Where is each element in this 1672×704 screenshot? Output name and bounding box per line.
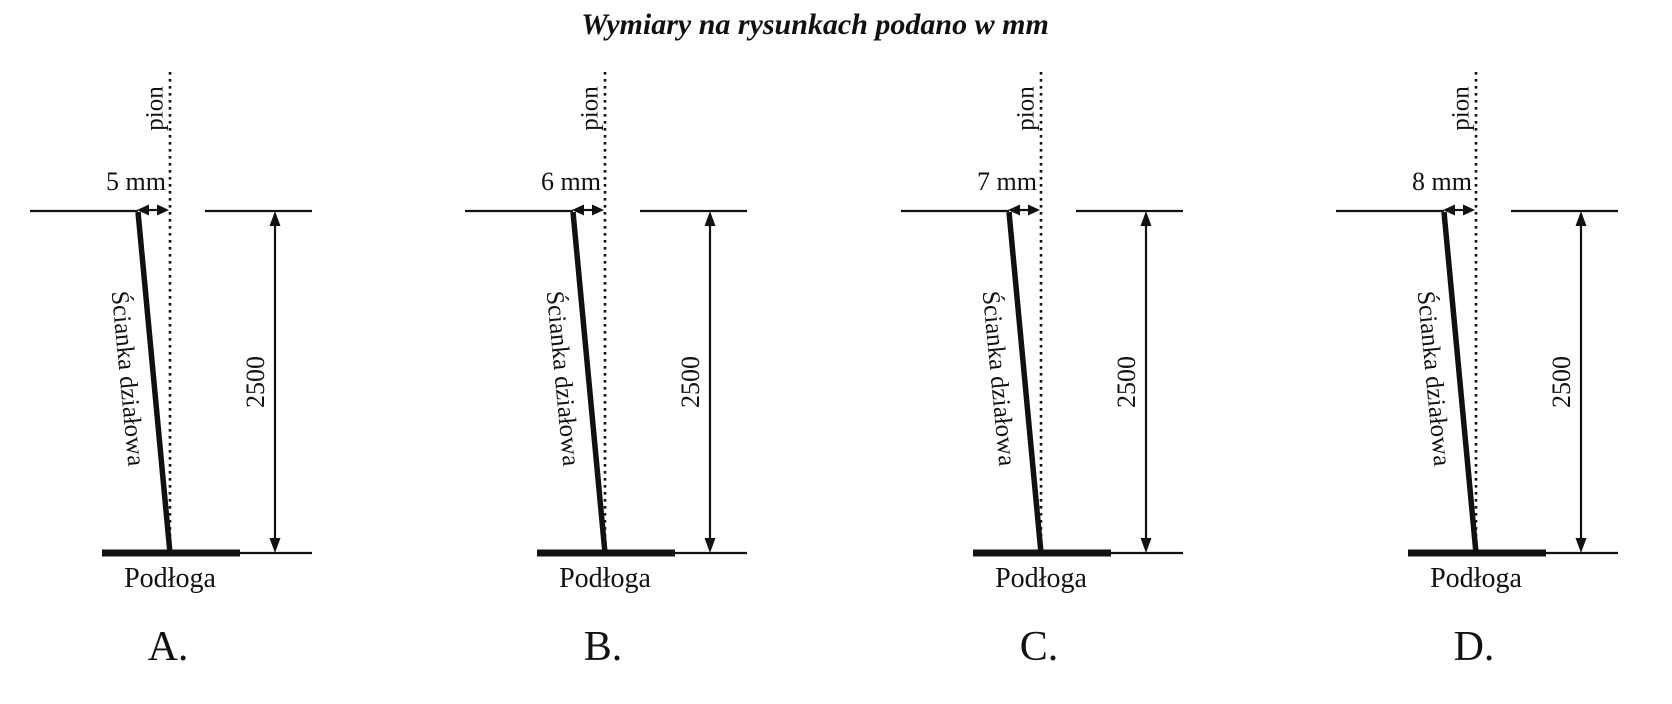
height-label: 2500: [676, 356, 705, 408]
plumb-label: pion: [1012, 86, 1040, 131]
wall-line: [1006, 211, 1044, 554]
panel-letter-b: B.: [583, 624, 623, 670]
diagram-c-drawing: [901, 72, 1183, 557]
diagram-b: pion 6 mm Ścianka działowa 2500 Podłoga …: [435, 0, 853, 704]
diagram-d-drawing: [1336, 72, 1618, 557]
height-dimension-bottom-arrow: [1575, 538, 1587, 553]
deviation-arrow-left-head: [572, 204, 584, 216]
wall-line: [570, 211, 608, 554]
height-dimension-bottom-arrow: [704, 538, 716, 553]
deviation-label: 7 mm: [977, 167, 1037, 196]
height-dimension-top-arrow: [704, 211, 716, 226]
floor-label: Podłoga: [995, 563, 1087, 594]
diagram-d: pion 8 mm Ścianka działowa 2500 Podłoga …: [1306, 0, 1672, 704]
deviation-arrow-left-head: [1443, 204, 1455, 216]
height-dimension-top-arrow: [269, 211, 281, 226]
deviation-arrow-left-head: [137, 204, 149, 216]
deviation-label: 8 mm: [1412, 167, 1472, 196]
deviation-arrow-left-head: [1008, 204, 1020, 216]
panel-letter-c: C.: [1019, 624, 1059, 670]
height-dimension-top-arrow: [1140, 211, 1152, 226]
panel-letter-d: D.: [1453, 624, 1495, 670]
deviation-arrow-right-head: [1463, 204, 1475, 216]
wall-line: [1441, 211, 1479, 554]
deviation-label: 5 mm: [106, 167, 166, 196]
diagram-b-drawing: [465, 72, 747, 557]
deviation-arrow-right-head: [157, 204, 169, 216]
wall-line: [135, 211, 173, 554]
diagram-a-drawing: [30, 72, 312, 557]
deviation-label: 6 mm: [541, 167, 601, 196]
floor-label: Podłoga: [1430, 563, 1522, 594]
floor-label: Podłoga: [124, 563, 216, 594]
height-dimension-bottom-arrow: [269, 538, 281, 553]
height-label: 2500: [1547, 356, 1576, 408]
page-title: Wymiary na rysunkach podano w mm: [581, 8, 1049, 41]
floor-label: Podłoga: [559, 563, 651, 594]
height-dimension-bottom-arrow: [1140, 538, 1152, 553]
plumb-label: pion: [141, 86, 169, 131]
plumb-label: pion: [576, 86, 604, 131]
diagram-c: pion 7 mm Ścianka działowa 2500 Podłoga …: [871, 0, 1289, 704]
plumb-label: pion: [1447, 86, 1475, 131]
diagram-a: pion 5 mm Ścianka działowa 2500 Podłoga …: [0, 0, 418, 704]
deviation-arrow-right-head: [592, 204, 604, 216]
deviation-arrow-right-head: [1028, 204, 1040, 216]
panel-letter-a: A.: [147, 624, 189, 670]
height-dimension-top-arrow: [1575, 211, 1587, 226]
height-label: 2500: [1112, 356, 1141, 408]
height-label: 2500: [241, 356, 270, 408]
